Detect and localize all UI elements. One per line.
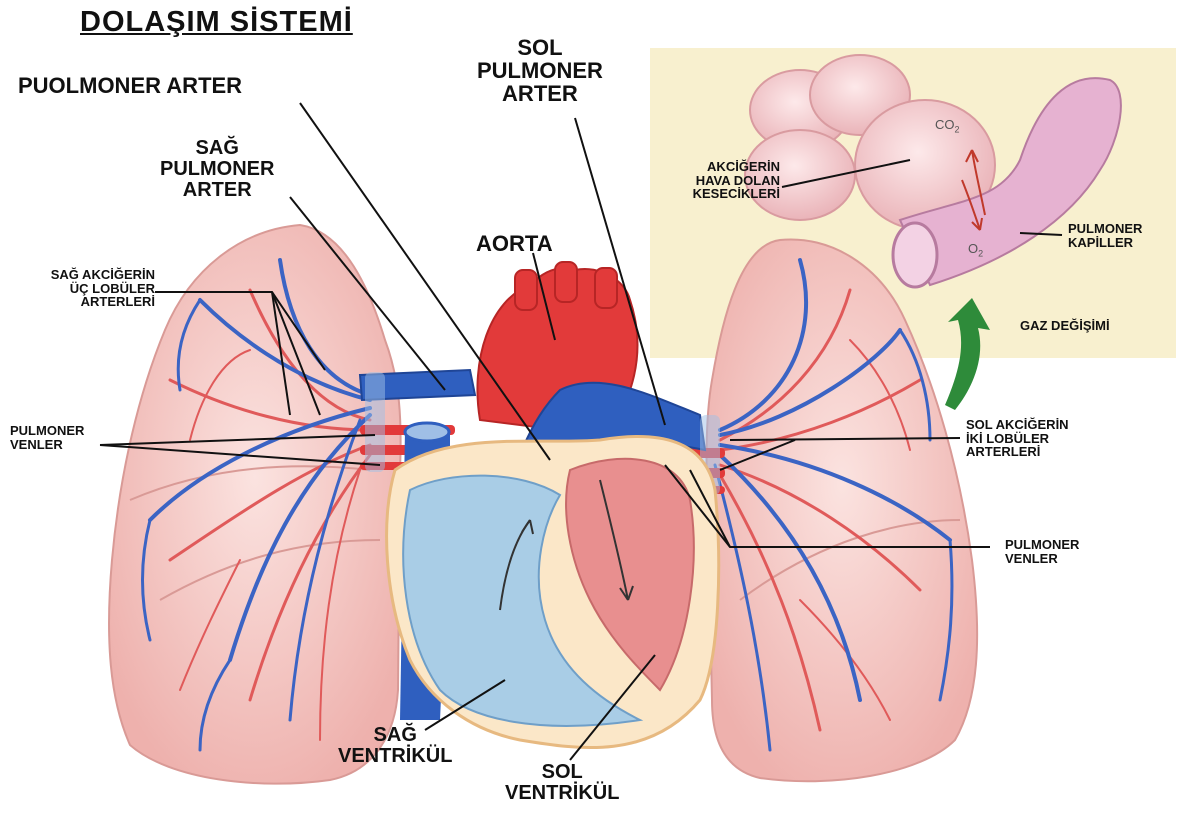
label-sol-pulmoner-arter: SOL PULMONER ARTER [477, 36, 603, 105]
label-line: KAPİLLER [1068, 236, 1142, 250]
label-line: İKİ LOBÜLER [966, 432, 1069, 446]
label-line: SAĞ [338, 725, 452, 746]
label-line: SOL [477, 36, 603, 59]
label-pulmoner-kapiller: PULMONER KAPİLLER [1068, 222, 1142, 249]
label-line: PULMONER [10, 424, 84, 438]
label-pulmoner-venler-left: PULMONER VENLER [10, 424, 84, 451]
label-sag-pulmoner-arter: SAĞ PULMONER ARTER [160, 138, 274, 201]
label-line: ARTER [160, 180, 274, 201]
label-line: PULMONER [477, 59, 603, 82]
label-pulmoner-venler-right: PULMONER VENLER [1005, 538, 1079, 565]
co2-text: CO [935, 117, 955, 132]
label-line: HAVA DOLAN [655, 174, 780, 188]
label-line: PULMONER [1005, 538, 1079, 552]
label-line: ARTERLERİ [30, 295, 155, 309]
gas-exchange-arrow [945, 298, 990, 410]
label-line: PULMONER [1068, 222, 1142, 236]
label-o2: O2 [968, 242, 983, 259]
left-lung [707, 239, 978, 781]
label-line: VENTRİKÜL [338, 746, 452, 767]
label-line: ARTER [477, 82, 603, 105]
label-gaz-degisimi: GAZ DEĞİŞİMİ [1020, 319, 1110, 333]
label-sol-ventrikul: SOL VENTRİKÜL [505, 762, 619, 804]
label-line: SAĞ [160, 138, 274, 159]
label-line: SOL [505, 762, 619, 783]
label-line: AKCİĞERİN [655, 160, 780, 174]
co2-subscript: 2 [955, 125, 960, 135]
label-line: VENTRİKÜL [505, 783, 619, 804]
label-sag-ventrikul: SAĞ VENTRİKÜL [338, 725, 452, 767]
label-puolmoner-arter: PUOLMONER ARTER [18, 74, 242, 97]
o2-text: O [968, 241, 978, 256]
label-line: PULMONER [160, 159, 274, 180]
page-title: DOLAŞIM SİSTEMİ [80, 6, 353, 39]
label-aorta: AORTA [476, 232, 553, 255]
label-sag-akciger-uc-lobuler: SAĞ AKCİĞERİN ÜÇ LOBÜLER ARTERLERİ [30, 268, 155, 309]
label-line: SAĞ AKCİĞERİN [30, 268, 155, 282]
capillary-opening [893, 223, 937, 287]
label-hava-dolan-kesecikleri: AKCİĞERİN HAVA DOLAN KESECİKLERİ [655, 160, 780, 201]
o2-subscript: 2 [978, 249, 983, 259]
label-line: ÜÇ LOBÜLER [30, 282, 155, 296]
label-sol-akciger-iki-lobuler: SOL AKCİĞERİN İKİ LOBÜLER ARTERLERİ [966, 418, 1069, 459]
label-line: ARTERLERİ [966, 445, 1069, 459]
label-line: SOL AKCİĞERİN [966, 418, 1069, 432]
label-co2: CO2 [935, 118, 960, 135]
label-line: VENLER [10, 438, 84, 452]
label-line: VENLER [1005, 552, 1079, 566]
label-line: KESECİKLERİ [655, 187, 780, 201]
